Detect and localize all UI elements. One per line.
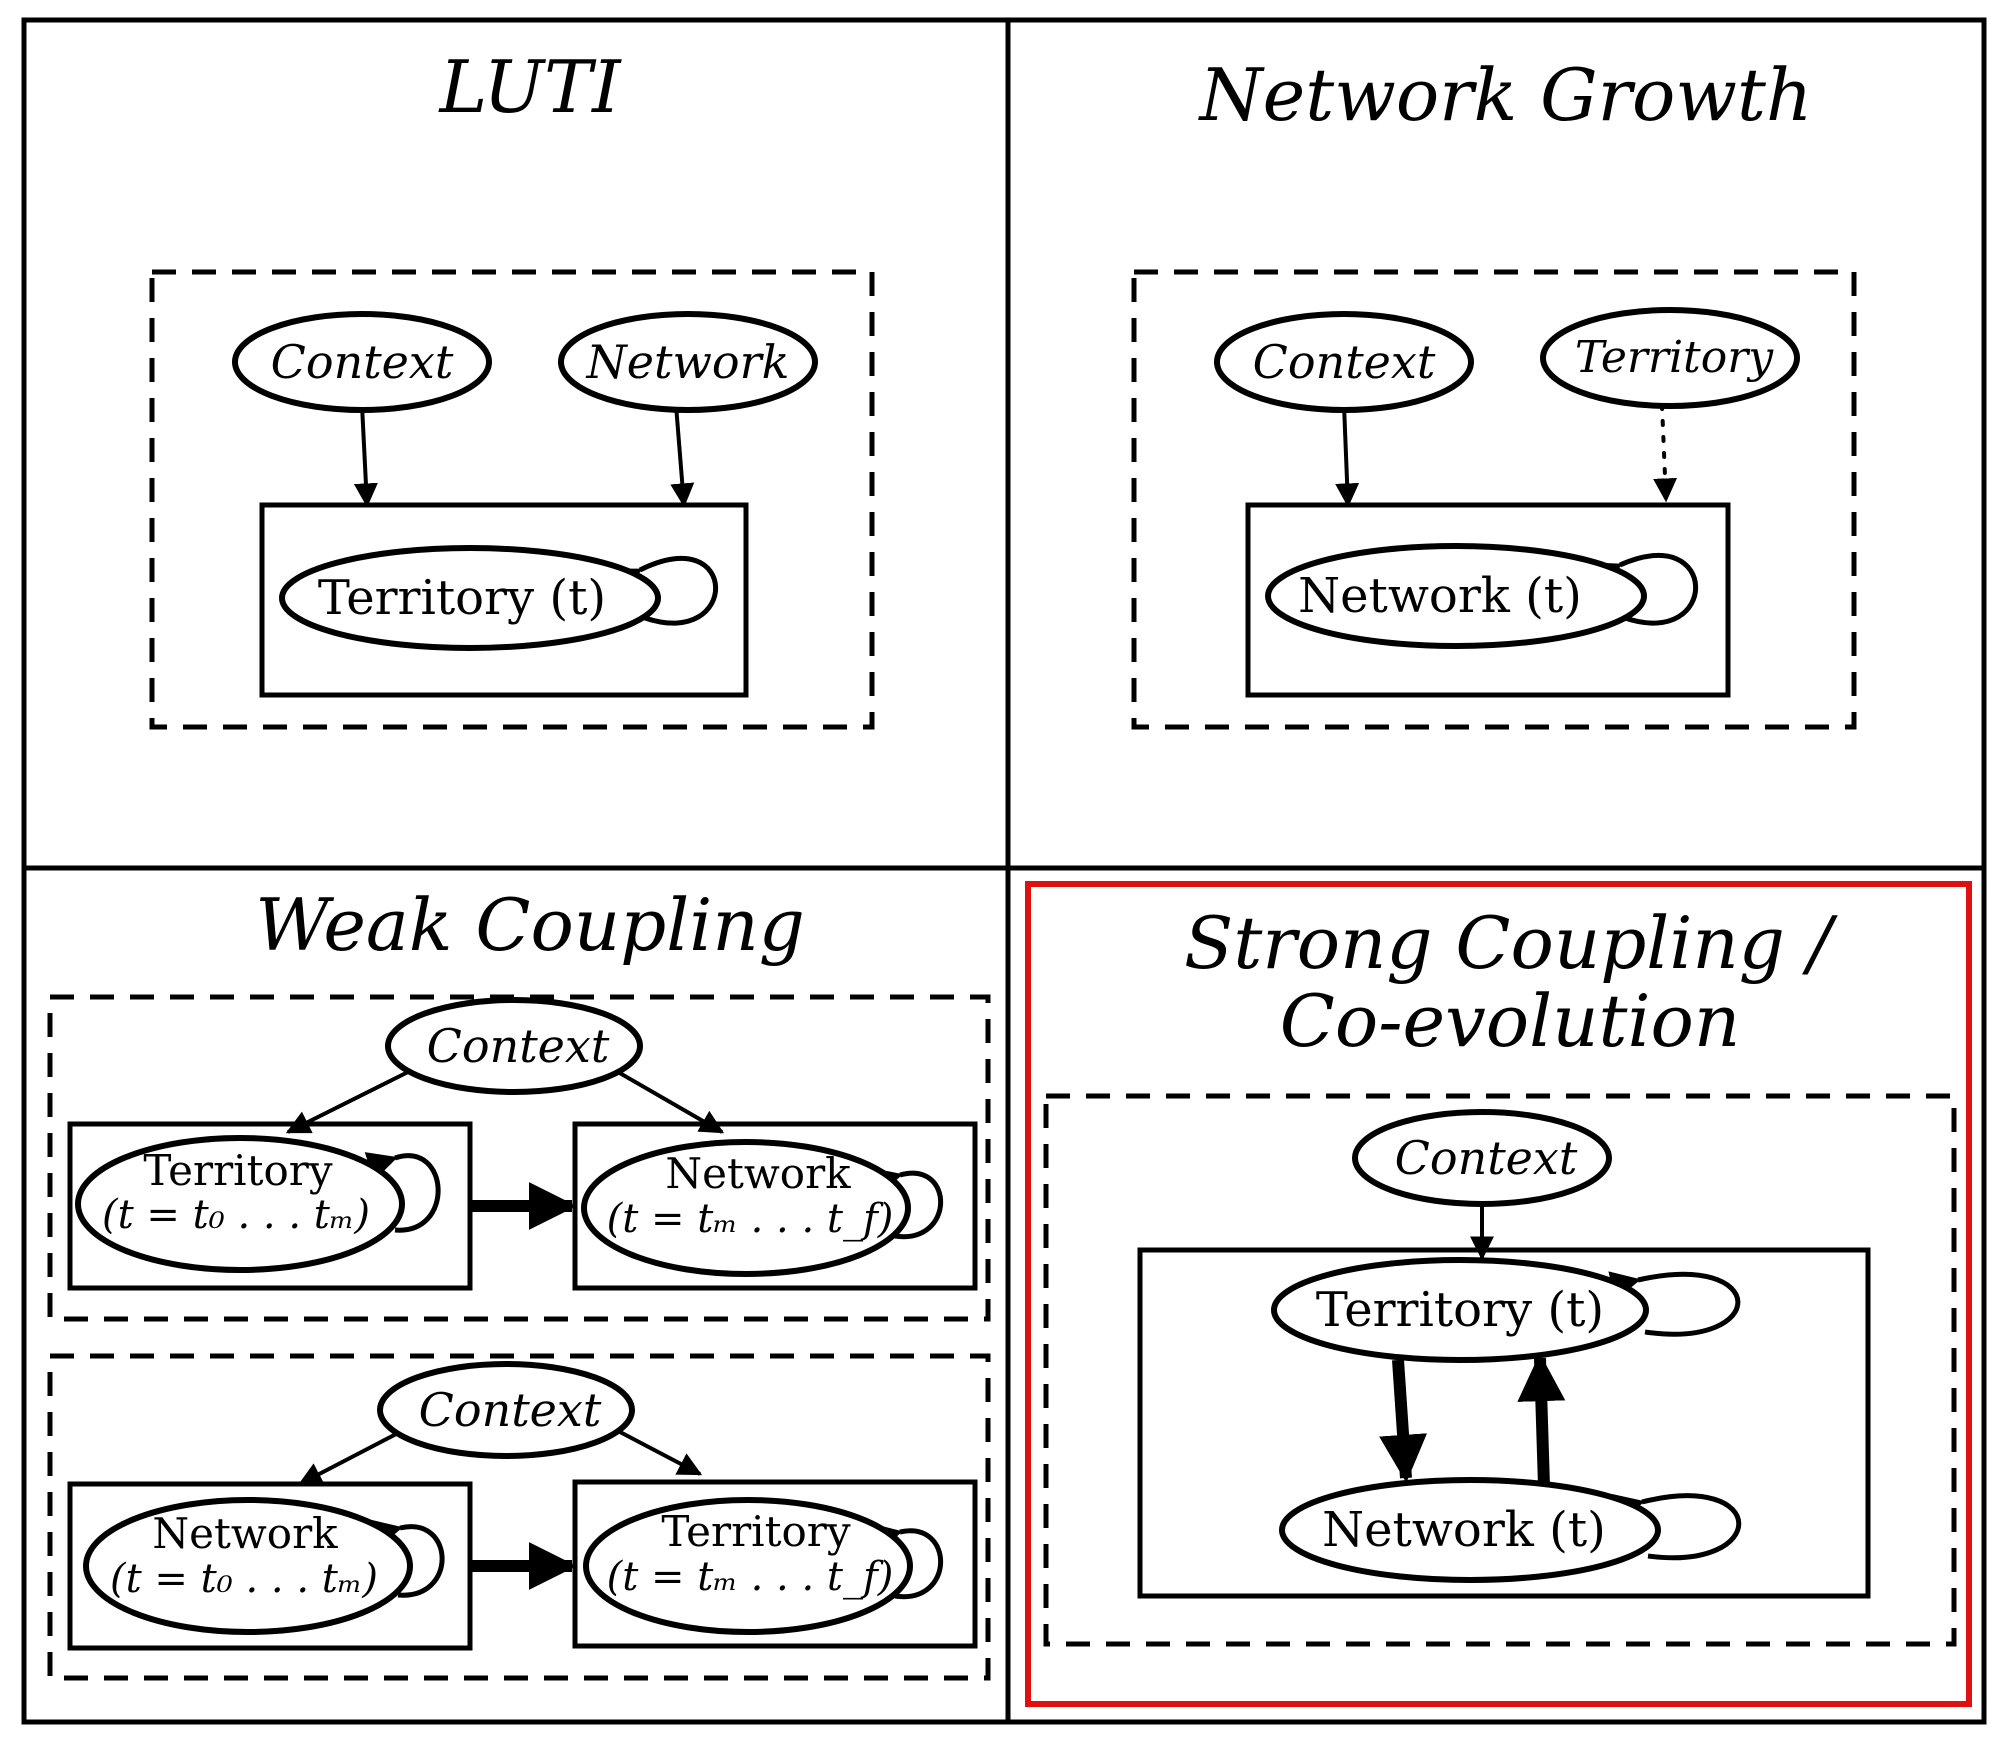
network-time: (t = t₀ . . . tₘ) [110, 1556, 378, 1602]
self-loop-network [1589, 552, 1699, 626]
dynamic-box [259, 502, 749, 698]
territory-node [1540, 307, 1800, 409]
model-boundary [149, 269, 875, 730]
network-label: Network (t) [1298, 568, 1582, 624]
territory-box [67, 1121, 473, 1291]
model-boundary [1043, 1093, 1957, 1647]
edge-context-territory [353, 404, 378, 508]
panel-title-line2: Co-evolution [1280, 979, 1740, 1063]
highlight-frame [1025, 881, 1972, 1707]
panel-title: Weak Coupling [255, 883, 805, 967]
edge-context-territory [619, 1430, 703, 1476]
territory-node [279, 545, 661, 651]
self-loop-territory [609, 555, 719, 626]
panel-weak-coupling: Weak Coupling Context Territory (t = t₀ … [47, 883, 991, 1681]
territory-name: Territory [661, 1507, 850, 1556]
network-name: Network [152, 1509, 338, 1558]
edge-network-to-territory [1517, 1353, 1566, 1487]
edge-context-territory [285, 1070, 409, 1134]
edge-territory-network-dotted [1653, 403, 1678, 503]
panel-title-line1: Strong Coupling / [1184, 901, 1839, 985]
model-boundary [1131, 269, 1857, 730]
self-loop-territory [870, 1523, 944, 1600]
self-loop-territory [1608, 1271, 1741, 1337]
outer-frame [21, 17, 1987, 1725]
model-boundary [47, 994, 991, 1322]
context-label: Context [427, 1019, 610, 1073]
context-label: Context [1395, 1131, 1578, 1185]
territory-node [75, 1135, 405, 1273]
network-node [83, 1497, 413, 1635]
edge-context-network [617, 1070, 725, 1134]
self-loop-network [370, 1519, 445, 1598]
territory-node [1271, 1257, 1649, 1363]
context-node [1214, 311, 1474, 413]
network-label: Network [586, 335, 790, 389]
context-node [232, 311, 492, 413]
panel-title: LUTI [437, 45, 622, 129]
self-loop-territory [364, 1152, 441, 1233]
network-node [581, 1139, 911, 1277]
network-node [1265, 543, 1647, 649]
weak-coupling-territory-first: Context Territory (t = t₀ . . . tₘ) Netw… [47, 994, 991, 1322]
weak-coupling-network-first: Context Network (t = t₀ . . . tₘ) Territ… [47, 1353, 991, 1681]
network-name: Network [665, 1149, 851, 1198]
model-boundary [47, 1353, 991, 1681]
territory-label: Territory (t) [318, 570, 606, 626]
panel-luti: LUTI Context Network Territory (t) [149, 45, 875, 730]
territory-time: (t = tₘ . . . t_f) [607, 1554, 894, 1600]
dynamic-box [1245, 502, 1731, 698]
edge-territory-to-network [1379, 1359, 1428, 1483]
edge-network-territory [670, 404, 695, 508]
edge-context-network [297, 1430, 401, 1486]
network-node [1279, 1477, 1661, 1583]
territory-name: Territory [143, 1146, 332, 1195]
self-loop-network [1612, 1493, 1742, 1561]
territory-label: Territory [1575, 332, 1774, 383]
panel-strong-coupling: Strong Coupling / Co-evolution Context T… [1025, 881, 1972, 1707]
context-node [377, 1361, 635, 1459]
network-label: Network (t) [1322, 1502, 1606, 1558]
territory-node [583, 1497, 913, 1635]
context-label: Context [419, 1383, 602, 1437]
dynamic-box [1137, 1247, 1871, 1599]
context-node [385, 997, 643, 1095]
edge-context-network [1335, 404, 1360, 508]
panel-network-growth: Network Growth Context Territory Network… [1131, 53, 1857, 730]
territory-label: Territory (t) [1316, 1282, 1604, 1338]
panel-title: Network Growth [1198, 53, 1813, 137]
self-loop-network [870, 1167, 944, 1240]
context-label: Context [1253, 335, 1436, 389]
territory-time: (t = t₀ . . . tₘ) [102, 1192, 370, 1238]
network-time: (t = tₘ . . . t_f) [607, 1196, 894, 1242]
network-box [67, 1481, 473, 1651]
context-label: Context [271, 335, 454, 389]
network-node [558, 311, 818, 413]
context-node [1352, 1109, 1612, 1207]
